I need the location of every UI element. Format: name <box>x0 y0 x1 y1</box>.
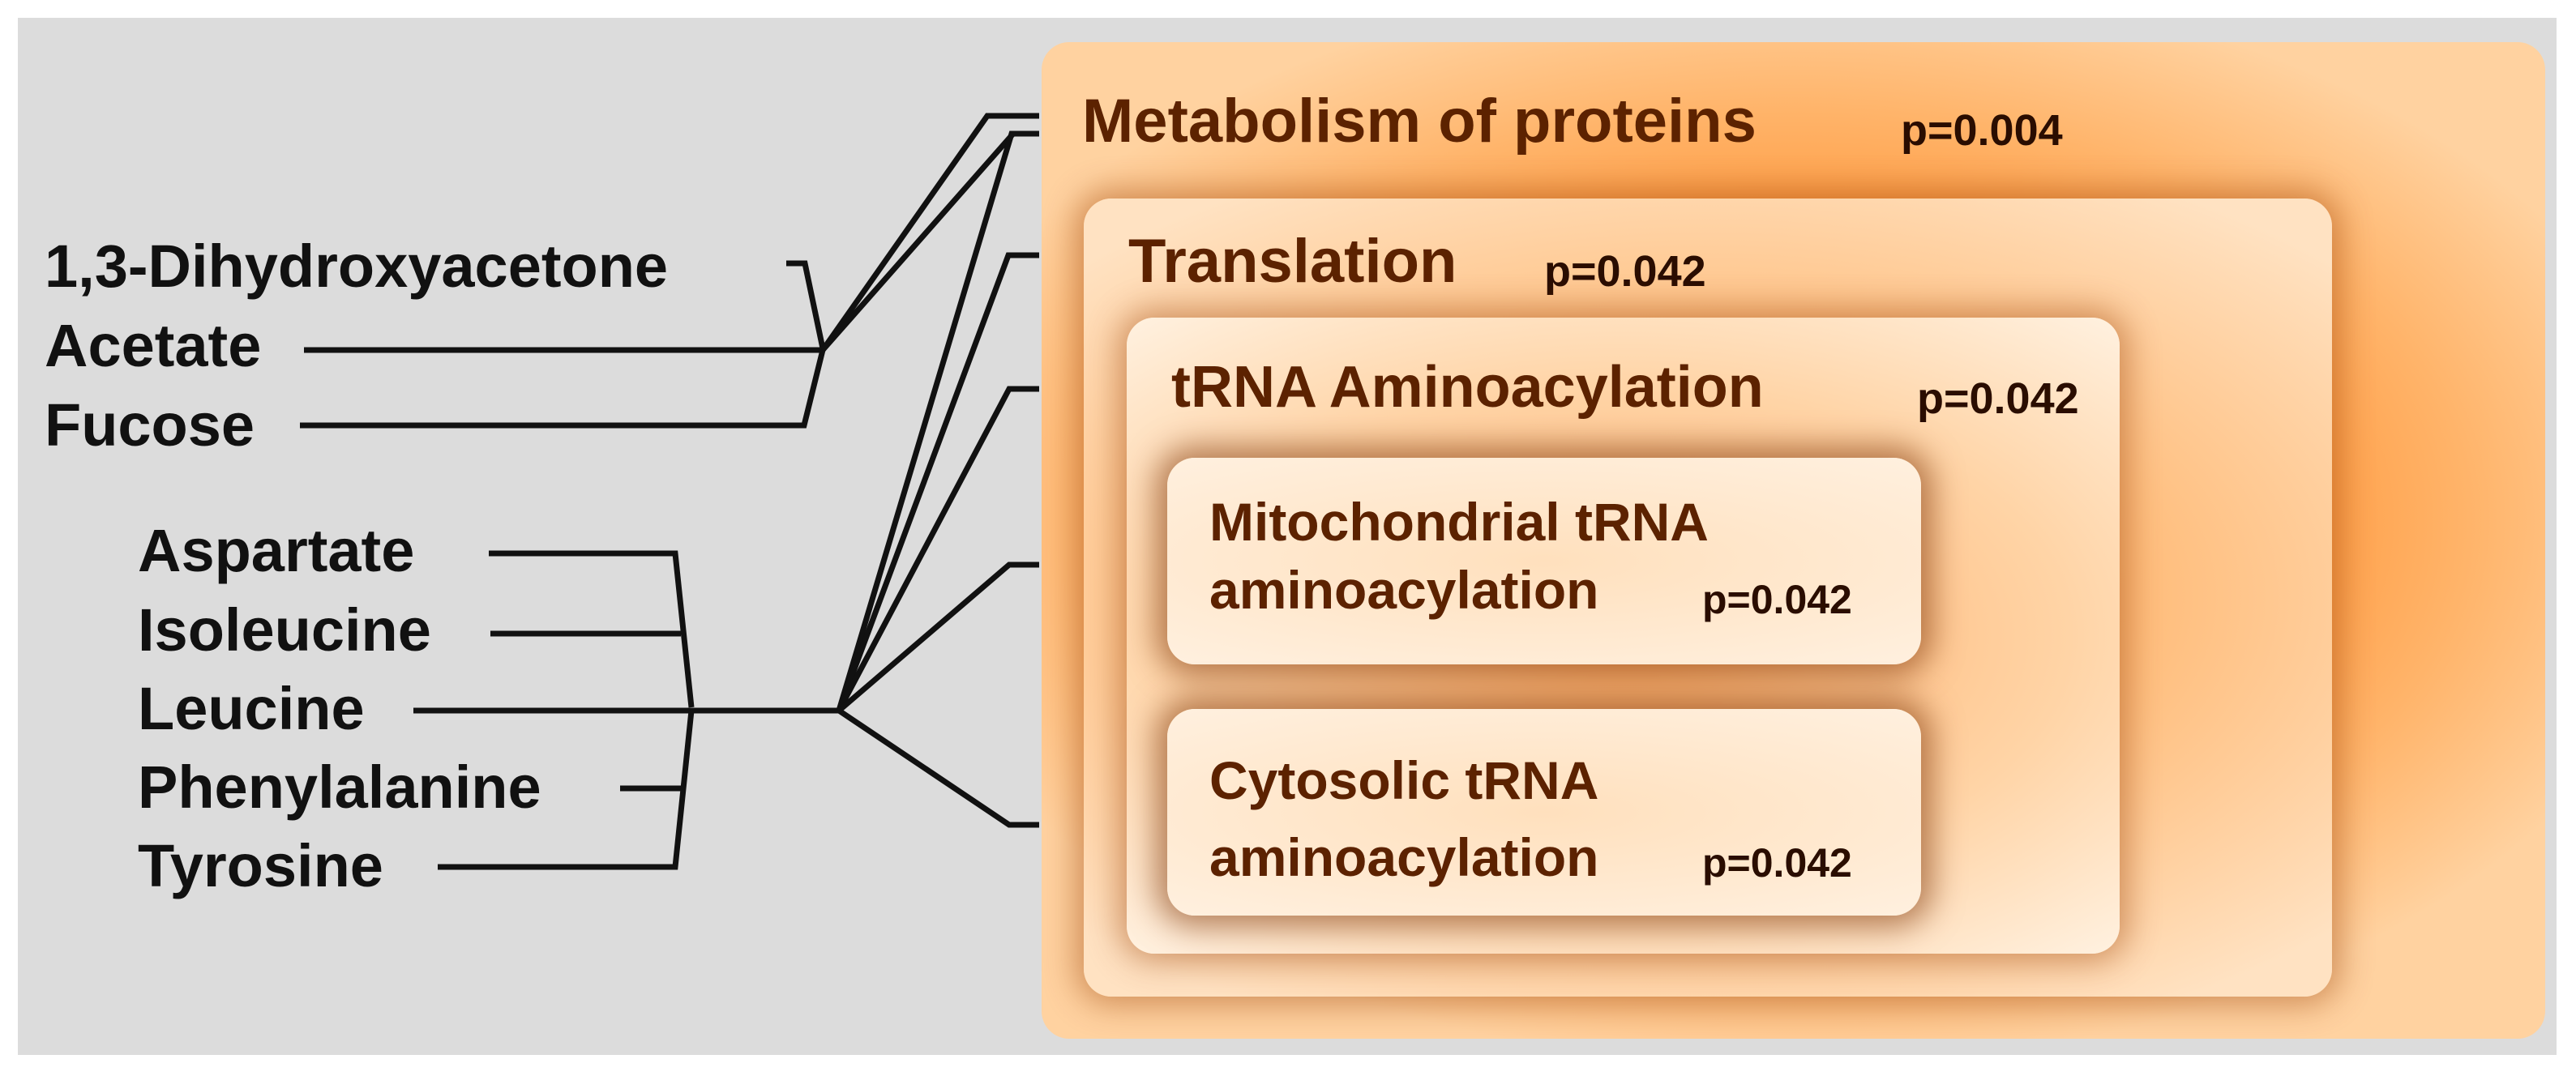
pathway-title-cytosolic-line1: Cytosolic tRNA <box>1209 750 1599 810</box>
connector-fucose <box>300 349 826 429</box>
connector-group1-to-proteins <box>820 113 1039 352</box>
pathway-box-mitochondrial-trna-aminoacylation: Mitochondrial tRNA aminoacylation p=0.04… <box>1167 458 1921 664</box>
connector-group2-to-proteins <box>836 130 1039 712</box>
connector-group2-to-translation <box>836 252 1039 712</box>
pathway-pvalue-cytosolic: p=0.042 <box>1702 840 1852 886</box>
connector-tyrosine <box>438 710 695 870</box>
metabolite-label: Leucine <box>138 675 365 742</box>
metabolite-label: Aspartate <box>138 517 415 584</box>
pathway-pvalue-trna-aminoacylation: p=0.042 <box>1917 374 2079 423</box>
connector-dihydroxyacetone <box>786 260 826 349</box>
metabolite-label: Phenylalanine <box>138 754 541 821</box>
metabolite-label: Isoleucine <box>138 596 431 664</box>
pathway-pvalue-mitochondrial: p=0.042 <box>1702 577 1852 622</box>
metabolite-label: Acetate <box>45 312 262 379</box>
metabolite-label: Fucose <box>45 391 255 459</box>
metabolite-label: 1,3-Dihydroxyacetone <box>45 233 669 300</box>
connector-group2-to-trna <box>836 386 1039 712</box>
pathway-title-mitochondrial-line2: aminoacylation <box>1209 560 1599 620</box>
connector-group1-to-translation <box>820 130 1039 352</box>
pathway-pvalue-translation: p=0.042 <box>1544 247 1706 296</box>
pathway-pvalue-metabolism-of-proteins: p=0.004 <box>1901 106 2063 155</box>
connector-group2-to-cyto <box>837 708 1039 828</box>
pathway-title-cytosolic-line2: aminoacylation <box>1209 827 1599 887</box>
connector-group2-to-mito <box>837 561 1039 713</box>
pathway-title-trna-aminoacylation: tRNA Aminoacylation <box>1171 355 1764 420</box>
pathway-title-metabolism-of-proteins: Metabolism of proteins <box>1082 87 1757 156</box>
pathway-title-mitochondrial-line1: Mitochondrial tRNA <box>1209 492 1709 552</box>
pathway-box-cytosolic-trna-aminoacylation: Cytosolic tRNA aminoacylation p=0.042 <box>1167 709 1921 916</box>
pathway-title-translation: Translation <box>1128 227 1457 296</box>
connector-aspartate <box>489 550 695 708</box>
metabolite-label: Tyrosine <box>138 832 383 899</box>
